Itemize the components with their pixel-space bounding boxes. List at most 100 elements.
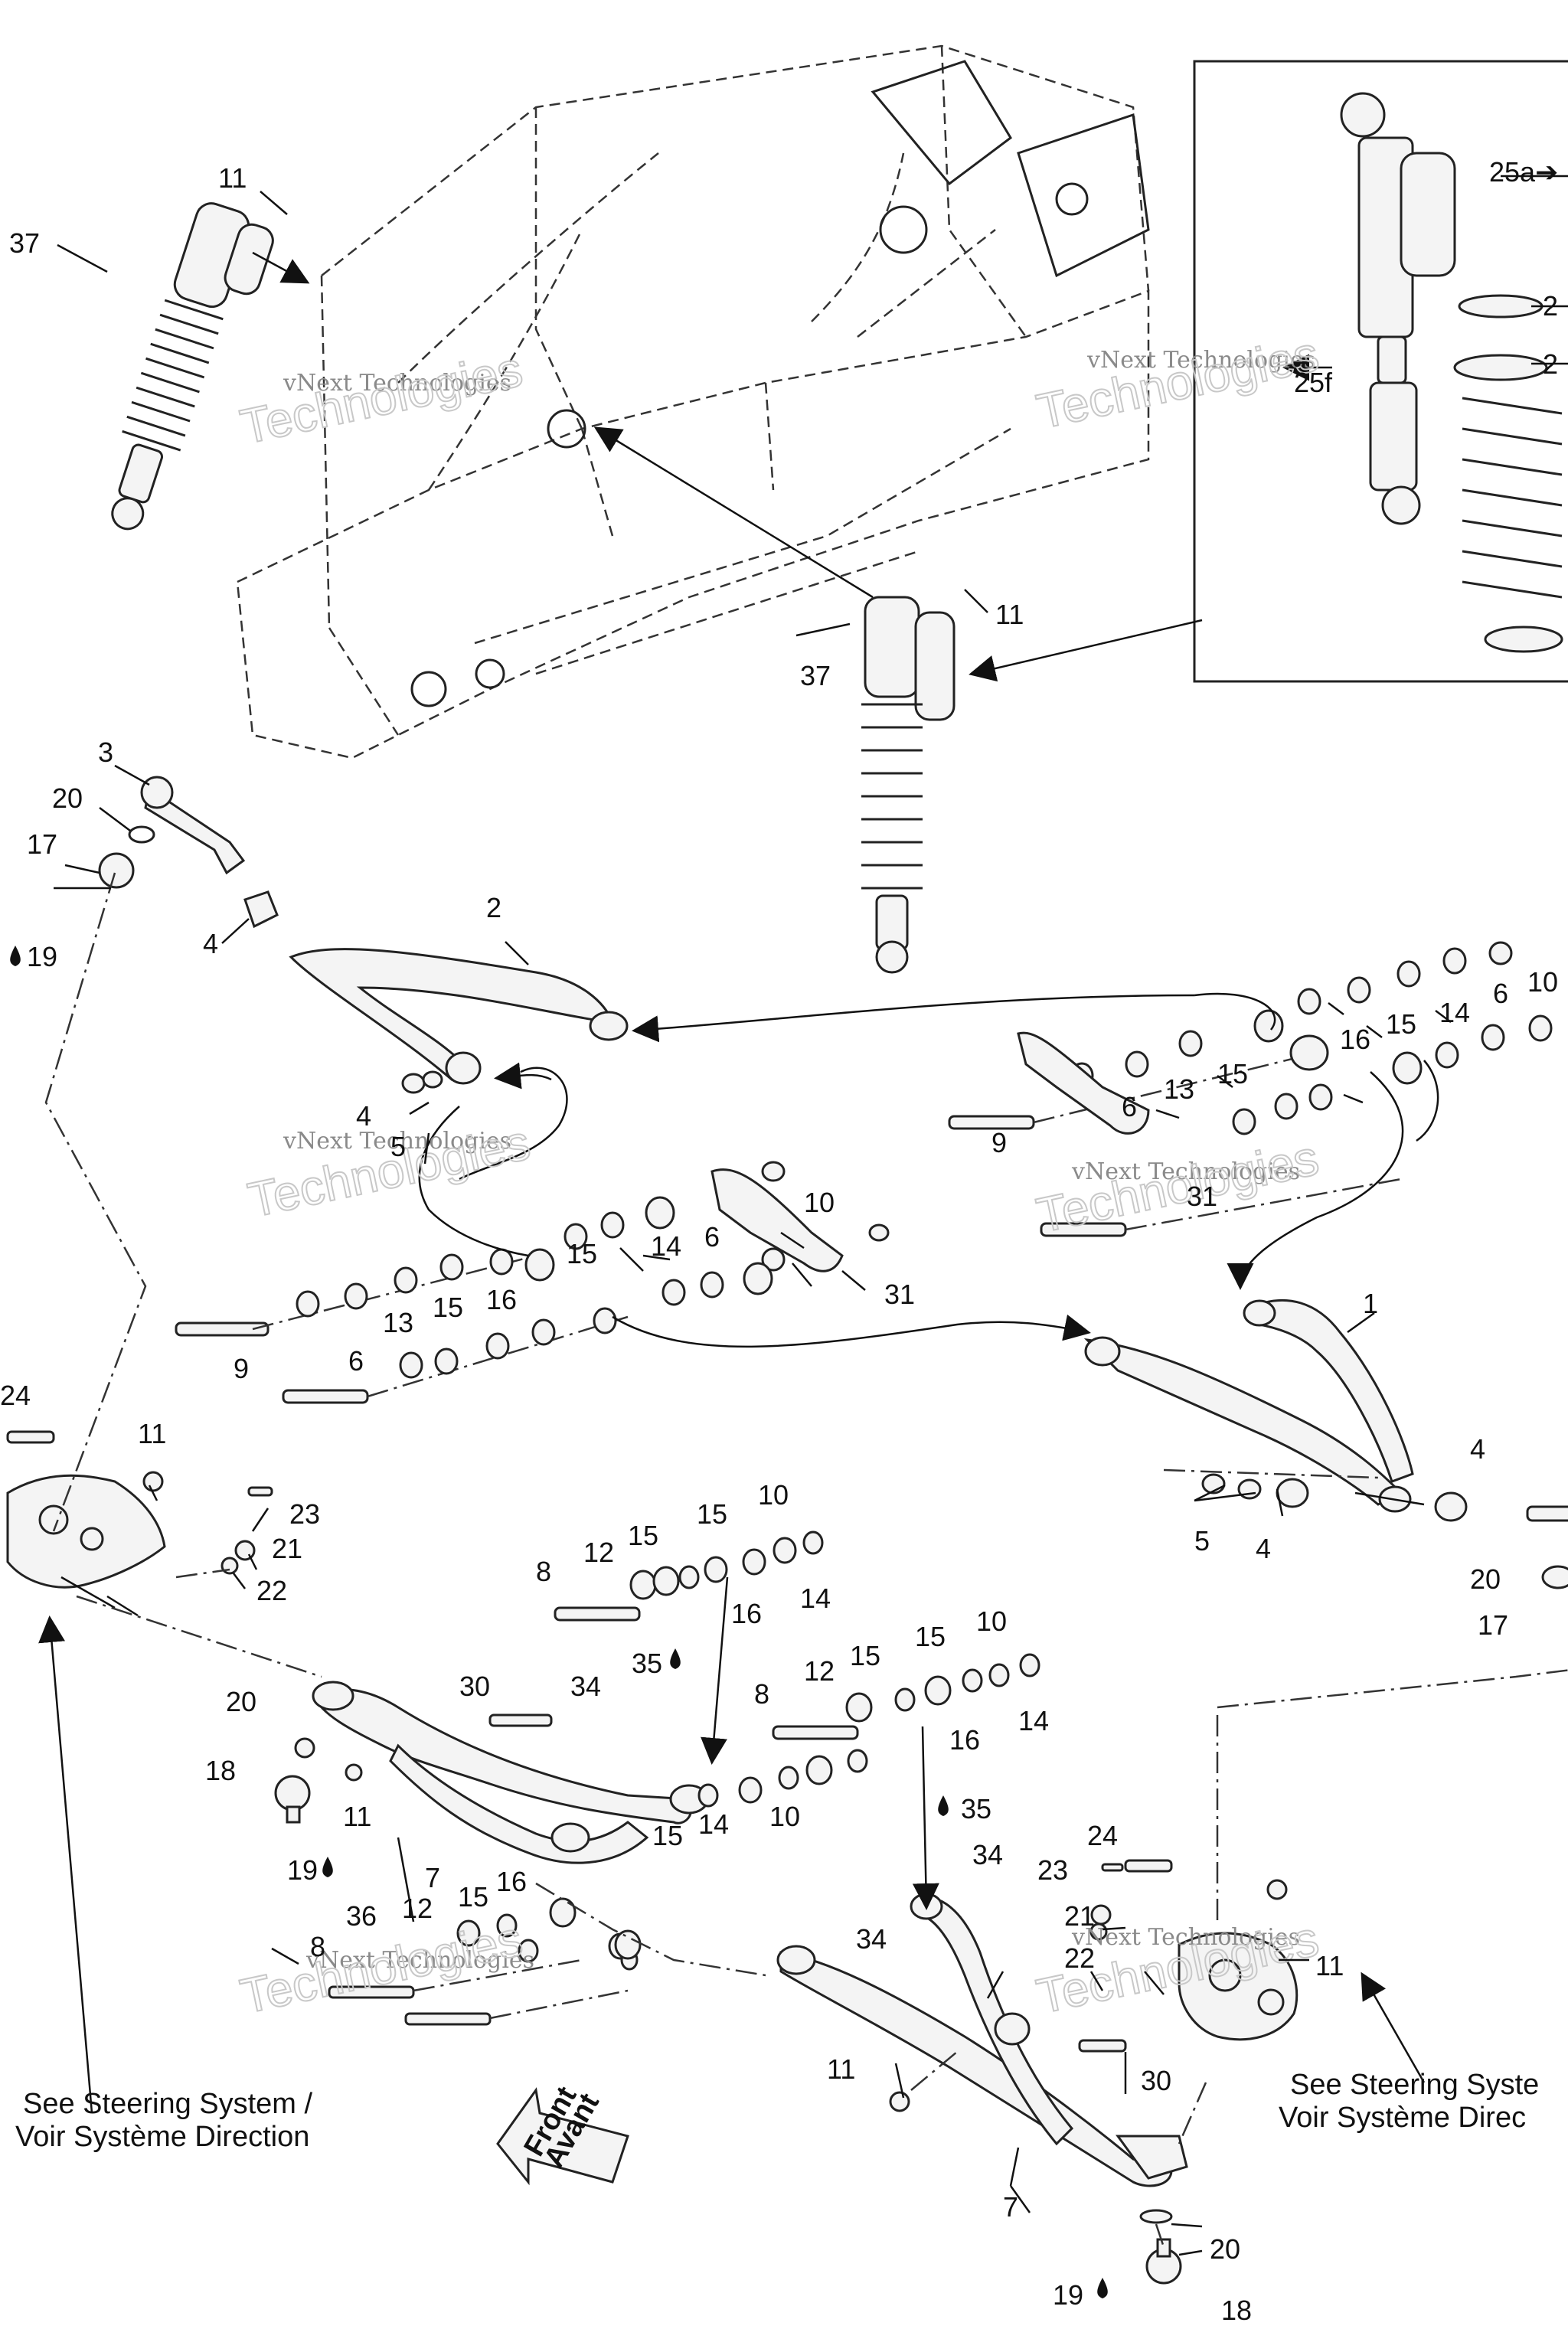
part-label-36: 36	[346, 1900, 377, 1932]
label-leaders	[54, 175, 1568, 2256]
hardware-row-upper-right	[948, 941, 1553, 1237]
part-label-11: 11	[343, 1801, 371, 1832]
part-label-15: 15	[652, 1820, 683, 1851]
part-label-19: 19	[1053, 2279, 1083, 2311]
part-label-19: 19	[27, 941, 57, 972]
part-label-4: 4	[356, 1100, 371, 1132]
part-label-22: 22	[1064, 1942, 1095, 1974]
hardware-row-lower-left	[456, 1530, 1040, 1971]
left-shock-absorber	[111, 202, 274, 531]
part-label-11: 11	[218, 162, 247, 194]
front-direction-arrow: Front Avant	[496, 2081, 629, 2186]
part-label-25a: 25a➔	[1489, 156, 1558, 188]
part-label-15: 15	[697, 1498, 727, 1530]
svg-text:vNext Technologies: vNext Technologies	[1071, 1158, 1300, 1185]
part-label-15: 15	[628, 1520, 658, 1551]
upper-a-arm-left	[98, 776, 629, 1094]
part-label-7: 7	[1003, 2191, 1018, 2223]
part-label-35: 35	[632, 1648, 662, 1679]
part-label-15: 15	[1217, 1058, 1248, 1089]
part-label-15: 15	[458, 1881, 488, 1913]
part-label-17: 17	[27, 828, 57, 860]
part-label-10: 10	[804, 1187, 835, 1218]
part-label-16: 16	[1340, 1024, 1370, 1055]
part-label-19: 19	[287, 1854, 318, 1886]
part-label-16: 16	[486, 1284, 517, 1315]
dashed-alignment-lines	[44, 872, 1568, 2248]
steering-note-left-line2: Voir Système Direction	[15, 2121, 309, 2153]
part-label-23: 23	[289, 1498, 320, 1530]
svg-text:vNext Technologies: vNext Technologies	[283, 1128, 511, 1155]
svg-text:Technologies: Technologies	[1032, 1130, 1323, 1243]
lower-a-arm-left	[274, 1681, 709, 2026]
part-label-12: 12	[402, 1893, 433, 1924]
part-label-20: 20	[52, 782, 83, 814]
part-label-5: 5	[1194, 1525, 1210, 1557]
shock-detail-inset	[1193, 60, 1568, 683]
part-label-13: 13	[1164, 1073, 1194, 1105]
part-label-1: 1	[1363, 1288, 1378, 1319]
part-label-18: 18	[205, 1755, 236, 1786]
part-label-37: 37	[9, 227, 40, 259]
grease-drop-icon	[1097, 2278, 1108, 2298]
part-label-6: 6	[348, 1345, 364, 1377]
part-label-18: 18	[1221, 2295, 1252, 2326]
part-label-37: 37	[800, 660, 831, 691]
part-label-4: 4	[203, 928, 218, 959]
part-label-15: 15	[433, 1292, 463, 1323]
svg-text:Technologies: Technologies	[1032, 326, 1323, 439]
part-label-23: 23	[1037, 1854, 1068, 1886]
part-label-6: 6	[1122, 1091, 1137, 1122]
part-label-11: 11	[827, 2053, 855, 2085]
right-shock-absorber	[861, 596, 956, 974]
grease-drop-icon	[938, 1795, 949, 1816]
svg-text:Technologies: Technologies	[236, 1911, 527, 2024]
part-label-8: 8	[754, 1678, 769, 1710]
part-label-15: 15	[850, 1640, 880, 1671]
grease-drop-icon	[322, 1857, 333, 1877]
part-label-14: 14	[1018, 1705, 1049, 1736]
part-label-9: 9	[991, 1127, 1007, 1158]
part-label-8: 8	[536, 1556, 551, 1587]
part-label-21: 21	[272, 1533, 302, 1564]
grease-drop-icon	[10, 946, 21, 966]
part-label-31: 31	[1187, 1181, 1217, 1212]
part-label-24: 24	[1087, 1820, 1118, 1851]
part-label-10: 10	[769, 1801, 800, 1832]
svg-text:Technologies: Technologies	[236, 341, 527, 455]
part-label-15: 15	[567, 1238, 597, 1269]
steering-note-left-line1: See Steering System /	[23, 2088, 313, 2120]
lower-a-arm-right	[776, 1893, 1188, 2285]
part-label-7: 7	[425, 1862, 440, 1893]
part-label-20: 20	[226, 1686, 256, 1717]
part-label-11: 11	[995, 599, 1024, 630]
chassis-frame	[236, 44, 1150, 760]
hardware-row-upper-left	[175, 1161, 890, 1404]
part-label-8: 8	[310, 1931, 325, 1962]
part-label-12: 12	[583, 1537, 614, 1568]
part-label-13: 13	[383, 1307, 413, 1338]
part-label-11: 11	[138, 1418, 166, 1449]
part-label-2: 2	[486, 892, 501, 923]
steering-note-right-line2: Voir Système Direc	[1279, 2102, 1526, 2134]
part-label-11: 11	[1315, 1950, 1344, 1981]
part-label-15: 15	[915, 1621, 946, 1652]
part-label-16: 16	[949, 1724, 980, 1756]
part-label-34: 34	[856, 1923, 887, 1955]
part-label-3: 3	[98, 737, 113, 768]
svg-text:vNext Technologies: vNext Technologies	[283, 370, 511, 397]
part-label-2: 2	[1543, 290, 1558, 322]
part-label-15: 15	[1386, 1008, 1416, 1040]
svg-text:vNext Technologies: vNext Technologies	[1086, 347, 1315, 374]
part-label-10: 10	[976, 1606, 1007, 1637]
part-label-16: 16	[496, 1866, 527, 1897]
part-label-30: 30	[459, 1671, 490, 1702]
part-label-14: 14	[1439, 997, 1470, 1028]
part-label-21: 21	[1064, 1900, 1095, 1932]
grease-drop-icon	[670, 1648, 681, 1669]
part-label-34: 34	[972, 1839, 1003, 1870]
part-label-10: 10	[758, 1479, 789, 1511]
part-label-30: 30	[1141, 2065, 1171, 2096]
part-label-20: 20	[1470, 1563, 1501, 1595]
